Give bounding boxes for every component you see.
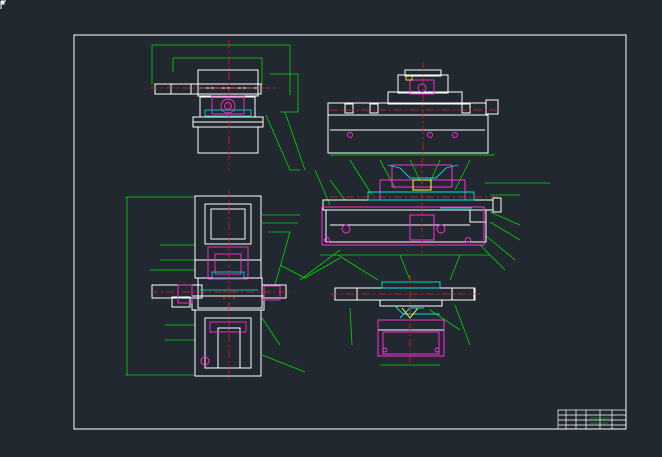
front-elevation-view (327, 62, 500, 160)
side-section-view (125, 190, 341, 380)
assembly-section-view (299, 154, 550, 281)
lower-section-view (330, 254, 480, 366)
title-block-detail (590, 417, 610, 424)
title-block (557, 409, 627, 430)
drawing-frame (73, 34, 627, 430)
plan-view-top (150, 40, 306, 171)
corner-marker (0, 0, 6, 9)
